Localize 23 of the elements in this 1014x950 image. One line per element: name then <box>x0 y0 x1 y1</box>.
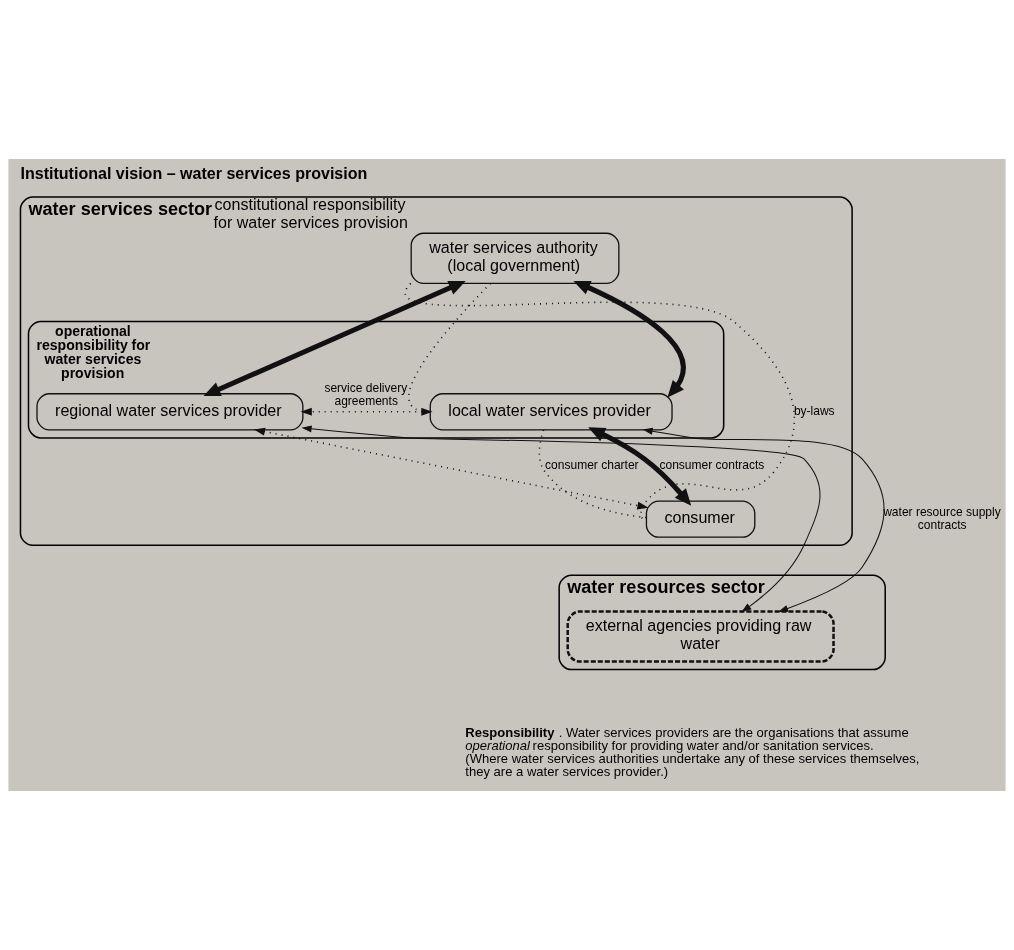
node-box: local water services provider <box>429 393 673 431</box>
caption: Responsibility. Water services providers are the organisations that assume operational responsibility for providing water and/or sanitation services. (Where water services authorities undertake any of these services themselves, they are a water services provider.) <box>465 725 920 780</box>
node-label: constitutional responsibility for water services provision <box>213 194 408 232</box>
edge-label: consumer charter <box>545 457 639 472</box>
node-box: water services authority (local government) <box>410 232 620 285</box>
arrow <box>643 427 885 612</box>
edge-label: by-laws <box>793 403 835 418</box>
connector <box>408 282 492 413</box>
arrow <box>300 407 433 416</box>
edge-label: water resource supply contracts <box>883 504 1001 532</box>
diagram-title: Institutional vision – water services provision <box>20 163 368 182</box>
edge-label: consumer contracts <box>659 457 765 472</box>
node-box: consumer <box>645 500 756 538</box>
connector <box>538 429 648 519</box>
connector <box>404 282 796 520</box>
arrow <box>203 280 466 397</box>
arrow <box>253 427 649 510</box>
arrow <box>588 427 692 506</box>
arrow <box>573 280 686 398</box>
node-box: external agencies providing raw water <box>566 610 835 663</box>
arrow <box>302 425 821 612</box>
edge-label: service delivery agreements <box>324 381 408 409</box>
node-box: regional water services provider <box>36 393 304 431</box>
